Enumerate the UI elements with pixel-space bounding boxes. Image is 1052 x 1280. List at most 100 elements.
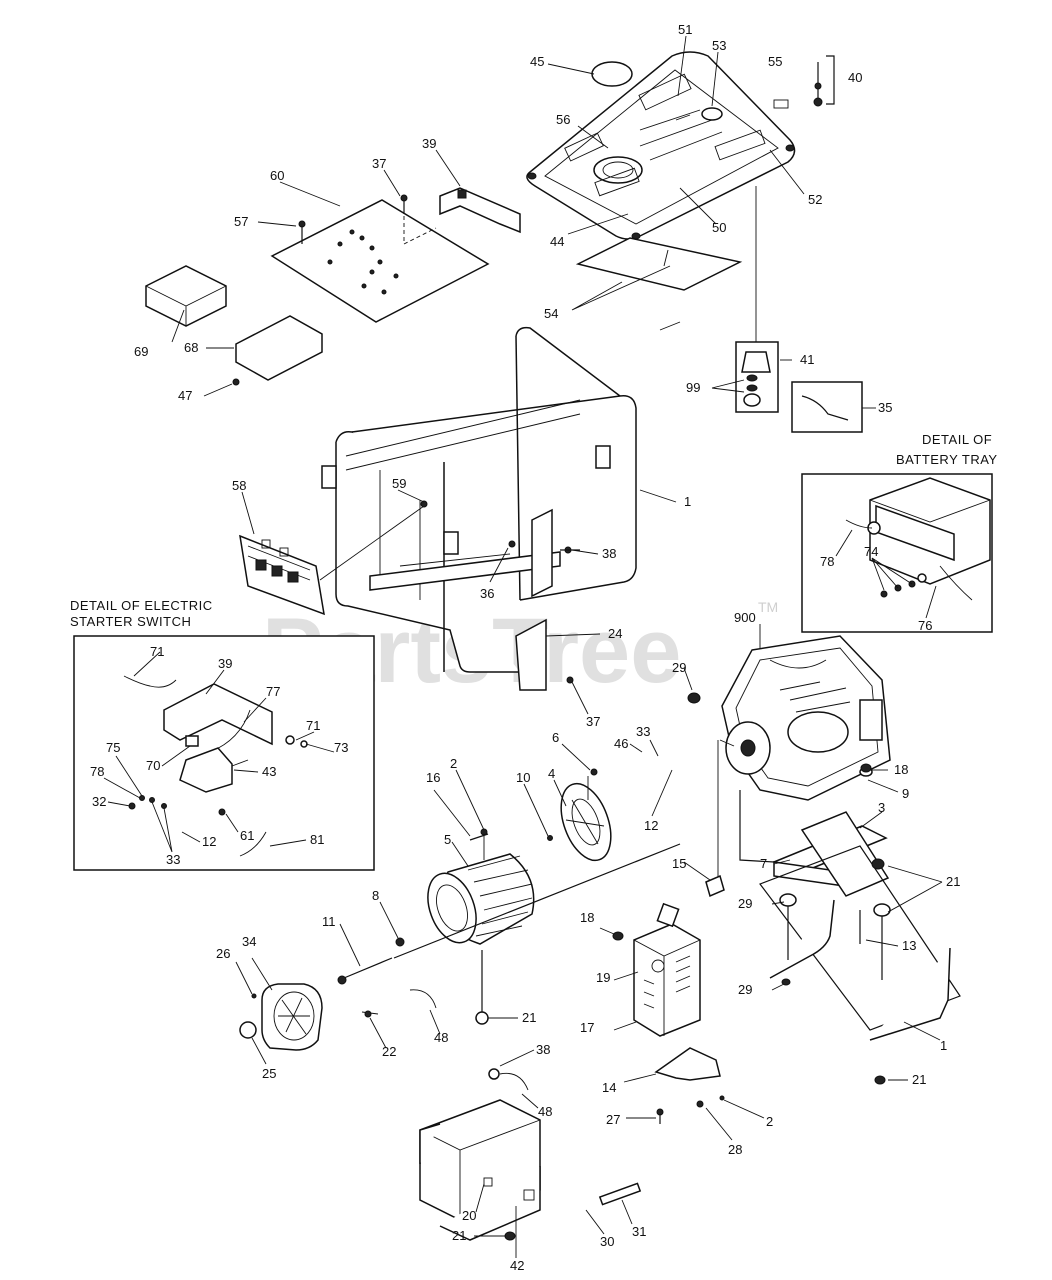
- part-label[interactable]: 16: [426, 770, 440, 785]
- part-label[interactable]: 38: [536, 1042, 550, 1057]
- part-label[interactable]: 1: [940, 1038, 947, 1053]
- outlet-panel[interactable]: [239, 534, 325, 616]
- alternator-stator[interactable]: [419, 853, 535, 949]
- part-label[interactable]: 61: [240, 828, 254, 843]
- part-label[interactable]: 81: [310, 832, 324, 847]
- part-label[interactable]: 71: [150, 644, 164, 659]
- part-label[interactable]: 11: [322, 914, 336, 929]
- part-label[interactable]: 900: [734, 610, 756, 625]
- part-label[interactable]: 7: [760, 856, 767, 871]
- part-label[interactable]: 53: [712, 38, 726, 53]
- part-label[interactable]: 39: [218, 656, 232, 671]
- part-label[interactable]: 75: [106, 740, 120, 755]
- part-label[interactable]: 9: [902, 786, 909, 801]
- part-label[interactable]: 29: [672, 660, 686, 675]
- part-label[interactable]: 14: [602, 1080, 616, 1095]
- part-label[interactable]: 31: [632, 1224, 646, 1239]
- part-label[interactable]: 29: [738, 982, 752, 997]
- part-label[interactable]: 2: [766, 1114, 773, 1129]
- part-label[interactable]: 78: [820, 554, 834, 569]
- part-label[interactable]: 22: [382, 1044, 396, 1059]
- part-label[interactable]: 30: [600, 1234, 614, 1249]
- part-label[interactable]: 60: [270, 168, 284, 183]
- part-label[interactable]: 12: [202, 834, 216, 849]
- part-label[interactable]: 18: [580, 910, 594, 925]
- part-label[interactable]: 5: [444, 832, 451, 847]
- part-label[interactable]: 17: [580, 1020, 594, 1035]
- part-label[interactable]: 43: [262, 764, 276, 779]
- part-label[interactable]: 39: [422, 136, 436, 151]
- part-label[interactable]: 18: [894, 762, 908, 777]
- part-label[interactable]: 54: [544, 306, 558, 321]
- part-label[interactable]: 10: [516, 770, 530, 785]
- part-label[interactable]: 20: [462, 1208, 476, 1223]
- part-label[interactable]: 99: [686, 380, 700, 395]
- part-label[interactable]: 8: [372, 888, 379, 903]
- part-label[interactable]: 57: [234, 214, 248, 229]
- part-label[interactable]: 76: [918, 618, 932, 633]
- part-label[interactable]: 33: [636, 724, 650, 739]
- part-label[interactable]: 51: [678, 22, 692, 37]
- part-label[interactable]: 13: [902, 938, 916, 953]
- part-label[interactable]: 35: [878, 400, 892, 415]
- battery[interactable]: [145, 265, 227, 327]
- part-label[interactable]: 50: [712, 220, 726, 235]
- part-label[interactable]: 4: [548, 766, 555, 781]
- part-label[interactable]: 28: [728, 1142, 742, 1157]
- part-label[interactable]: 29: [738, 896, 752, 911]
- part-label[interactable]: 59: [392, 476, 406, 491]
- part-label[interactable]: 68: [184, 340, 198, 355]
- part-label[interactable]: 71: [306, 718, 320, 733]
- part-label[interactable]: 24: [608, 626, 622, 641]
- fuel-tank[interactable]: [526, 51, 796, 240]
- part-label[interactable]: 77: [266, 684, 280, 699]
- part-label[interactable]: 25: [262, 1066, 276, 1081]
- muffler[interactable]: [633, 902, 701, 1037]
- part-label[interactable]: 47: [178, 388, 192, 403]
- part-label[interactable]: 55: [768, 54, 782, 69]
- engine[interactable]: [719, 635, 891, 801]
- part-label[interactable]: 44: [550, 234, 564, 249]
- part-label[interactable]: 26: [216, 946, 230, 961]
- part-label[interactable]: 38: [602, 546, 616, 561]
- part-label[interactable]: 41: [800, 352, 814, 367]
- part-label[interactable]: 46: [614, 736, 628, 751]
- part-label[interactable]: 15: [672, 856, 686, 871]
- part-label[interactable]: 70: [146, 758, 160, 773]
- end-cover[interactable]: [261, 983, 323, 1051]
- part-label[interactable]: 19: [596, 970, 610, 985]
- part-label[interactable]: 37: [586, 714, 600, 729]
- part-label[interactable]: 34: [242, 934, 256, 949]
- part-label[interactable]: 58: [232, 478, 246, 493]
- rear-bearing-carrier[interactable]: [552, 777, 621, 867]
- fuel-cap[interactable]: [591, 61, 633, 87]
- part-label[interactable]: 52: [808, 192, 822, 207]
- part-label[interactable]: 37: [372, 156, 386, 171]
- part-label[interactable]: 6: [552, 730, 559, 745]
- part-label[interactable]: 27: [606, 1112, 620, 1127]
- part-label[interactable]: 33: [166, 852, 180, 867]
- part-label[interactable]: 48: [538, 1104, 552, 1119]
- switch-bracket: [439, 187, 521, 234]
- part-label[interactable]: 36: [480, 586, 494, 601]
- part-label[interactable]: 3: [878, 800, 885, 815]
- part-label[interactable]: 42: [510, 1258, 524, 1273]
- part-label[interactable]: 48: [434, 1030, 448, 1045]
- part-label[interactable]: 1: [684, 494, 691, 509]
- battery-tray-detail-title-line2: BATTERY TRAY: [896, 452, 998, 467]
- part-label[interactable]: 56: [556, 112, 570, 127]
- leader-lines: [103, 35, 943, 1258]
- part-label[interactable]: 74: [864, 544, 878, 559]
- part-label[interactable]: 2: [450, 756, 457, 771]
- part-label[interactable]: 21: [946, 874, 960, 889]
- part-label[interactable]: 45: [530, 54, 544, 69]
- part-label[interactable]: 21: [912, 1072, 926, 1087]
- part-label[interactable]: 32: [92, 794, 106, 809]
- part-label[interactable]: 21: [452, 1228, 466, 1243]
- part-label[interactable]: 21: [522, 1010, 536, 1025]
- part-label[interactable]: 40: [848, 70, 862, 85]
- part-label[interactable]: 12: [644, 818, 658, 833]
- part-label[interactable]: 69: [134, 344, 148, 359]
- part-label[interactable]: 73: [334, 740, 348, 755]
- part-label[interactable]: 78: [90, 764, 104, 779]
